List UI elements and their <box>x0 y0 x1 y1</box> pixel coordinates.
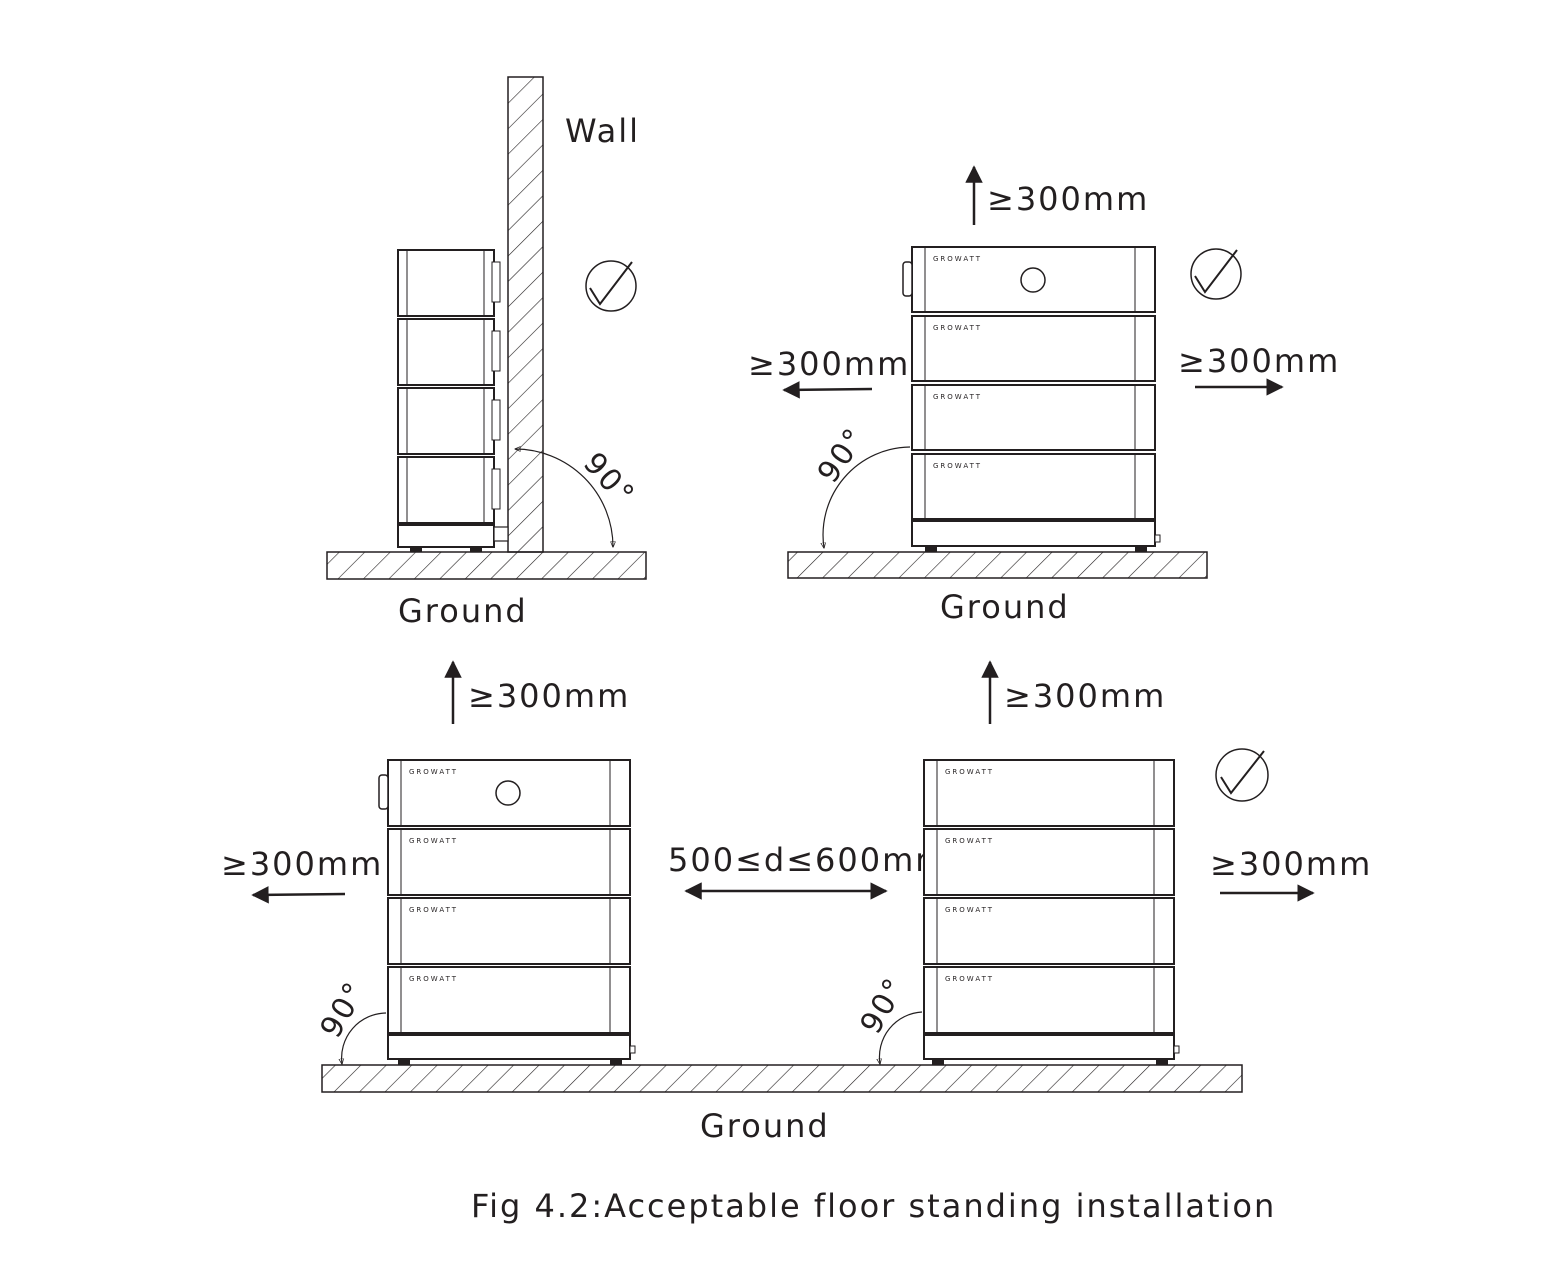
brand-logo: GROWATT <box>409 837 458 845</box>
battery-module-side <box>397 249 501 317</box>
battery-module-front: GROWATT <box>387 828 631 896</box>
left-clearance-label: ≥300mm <box>221 845 383 883</box>
ground-label-left: Ground <box>398 592 528 630</box>
top-clearance-label-left: ≥300mm <box>468 677 630 715</box>
battery-foot <box>398 1058 410 1065</box>
angle-label: 90° <box>854 971 914 1040</box>
top-clearance-label-right: ≥300mm <box>1004 677 1166 715</box>
wall-bracket <box>493 526 509 542</box>
ground-label-bottom: Ground <box>700 1107 830 1145</box>
battery-module-front: GROWATT <box>923 759 1175 827</box>
brand-logo: GROWATT <box>945 906 994 914</box>
brand-logo: GROWATT <box>409 906 458 914</box>
left-clearance-label: ≥300mm <box>748 345 910 383</box>
battery-foot <box>610 1058 622 1065</box>
right-angle-arc <box>342 1012 387 1064</box>
battery-module-front: GROWATT <box>902 246 1156 313</box>
top-clearance-label: ≥300mm <box>987 180 1149 218</box>
battery-foot <box>1156 1058 1168 1065</box>
angle-label: 90° <box>314 975 374 1044</box>
checkmark-circle-icon <box>585 260 637 312</box>
battery-module-side <box>397 318 501 386</box>
wall-label: Wall <box>565 112 640 150</box>
ground-slab-bottom <box>321 1064 1243 1093</box>
battery-foot <box>932 1058 944 1065</box>
angle-label: 90° <box>811 421 874 490</box>
handle <box>902 261 913 297</box>
angle-label: 90° <box>576 446 642 513</box>
right-clearance-label: ≥300mm <box>1210 845 1372 883</box>
brand-logo: GROWATT <box>933 324 982 332</box>
ground-slab-top-right <box>787 551 1208 579</box>
freestanding-installation-panel: ≥300mm ≥300mm ≥300mm Ground GROWATT GROW… <box>748 165 1340 626</box>
right-angle-arc <box>515 449 613 547</box>
checkmark-circle-icon <box>1215 748 1269 802</box>
wall <box>507 76 544 553</box>
battery-module-front: GROWATT <box>911 384 1156 451</box>
battery-module-side <box>397 387 501 455</box>
battery-module-front: GROWATT <box>923 966 1175 1034</box>
brand-logo: GROWATT <box>933 462 982 470</box>
ground-label-top-right: Ground <box>940 588 1070 626</box>
brand-logo: GROWATT <box>945 768 994 776</box>
right-clearance-label: ≥300mm <box>1178 342 1340 380</box>
arrow-icon <box>251 886 346 904</box>
battery-module-front: GROWATT <box>911 453 1156 520</box>
arrow-icon <box>782 381 873 399</box>
handle <box>378 774 389 810</box>
spacing-label: 500≤d≤600mm <box>668 841 948 879</box>
power-button <box>495 780 521 806</box>
figure-caption: Fig 4.2:Acceptable floor standing instal… <box>471 1187 1276 1225</box>
battery-base <box>911 520 1156 547</box>
wall-installation-panel: Wall Ground <box>326 76 647 630</box>
brand-logo: GROWATT <box>933 255 982 263</box>
brand-logo: GROWATT <box>409 975 458 983</box>
battery-foot <box>925 545 937 552</box>
brand-logo: GROWATT <box>945 837 994 845</box>
right-angle-arc <box>879 1011 923 1064</box>
checkmark-circle-icon <box>1190 248 1242 300</box>
ground-slab-left <box>326 551 647 580</box>
side-by-side-installation-panel: ≥300mm ≥300mm 500≤d≤600mm ≥300mm ≥300mm … <box>221 660 1372 1145</box>
battery-module-front: GROWATT <box>387 897 631 965</box>
right-angle-arc <box>823 446 911 548</box>
battery-base <box>923 1034 1175 1060</box>
battery-foot <box>1135 545 1147 552</box>
brand-logo: GROWATT <box>945 975 994 983</box>
battery-module-front: GROWATT <box>923 897 1175 965</box>
battery-stack-left: GROWATT GROWATT GROWATT GROWATT <box>378 759 636 1065</box>
brand-logo: GROWATT <box>409 768 458 776</box>
battery-module-front: GROWATT <box>911 315 1156 382</box>
brand-logo: GROWATT <box>933 393 982 401</box>
battery-stack-right: GROWATT GROWATT GROWATT GROWATT <box>923 759 1180 1065</box>
battery-foot <box>470 546 482 552</box>
power-button <box>1020 267 1046 293</box>
battery-module-front: GROWATT <box>923 828 1175 896</box>
battery-stack-side-view <box>397 249 509 552</box>
battery-base <box>397 524 495 548</box>
battery-base <box>387 1034 631 1060</box>
battery-module-side <box>397 456 501 524</box>
battery-module-front: GROWATT <box>378 759 631 827</box>
battery-module-front: GROWATT <box>387 966 631 1034</box>
battery-stack-front-view: GROWATT GROWATT GROWATT GROWATT <box>902 246 1161 552</box>
battery-foot <box>410 546 422 552</box>
